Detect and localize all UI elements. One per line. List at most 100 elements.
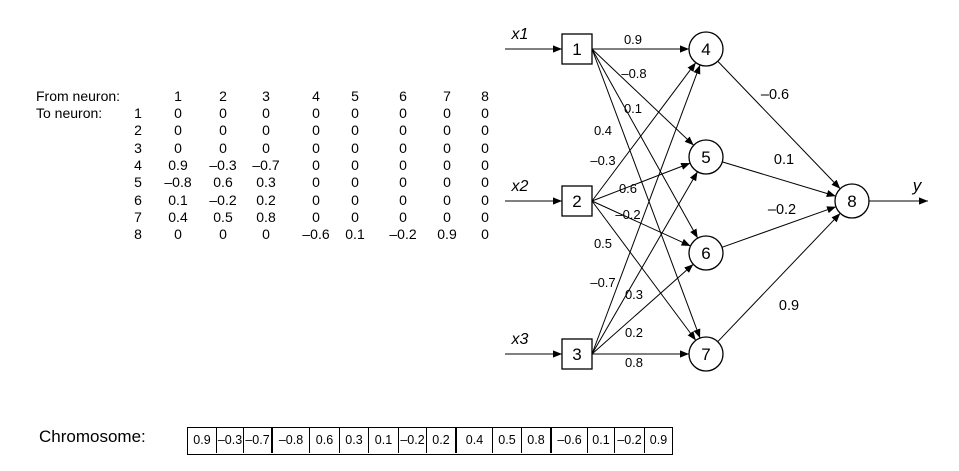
chromosome-gene: –0.2 xyxy=(614,428,644,453)
output-node-label: 8 xyxy=(847,192,856,211)
weight-label: 0.8 xyxy=(625,355,643,370)
hidden-node xyxy=(688,336,724,372)
matrix-cell: 0.1 xyxy=(345,226,365,243)
chromosome-gene: –0.3 xyxy=(216,428,243,453)
edge-hidden-output xyxy=(721,206,837,248)
weight-label: –0.2 xyxy=(768,202,796,218)
chromosome-gene: 0.8 xyxy=(521,428,550,453)
matrix-row-header: 6 xyxy=(134,191,142,208)
matrix-cell: 0.2 xyxy=(256,191,276,208)
matrix-cell: 0 xyxy=(174,139,182,156)
matrix-cell: 0 xyxy=(443,174,451,191)
matrix-cell: 0 xyxy=(481,226,489,243)
weight-label: 0.1 xyxy=(624,101,642,116)
edge-input-hidden xyxy=(591,62,697,202)
matrix-cell: 0.3 xyxy=(256,174,276,191)
matrix-cell: 0 xyxy=(481,105,489,121)
matrix-cell: 0.6 xyxy=(213,174,233,191)
matrix-cell: 0 xyxy=(312,122,320,139)
edge-input-hidden xyxy=(591,48,695,146)
matrix-cell: 0 xyxy=(443,156,451,173)
matrix-cell: 0 xyxy=(312,139,320,156)
input-node xyxy=(561,338,593,370)
matrix-cell: 0 xyxy=(351,156,359,173)
matrix-cell: 0 xyxy=(399,139,407,156)
weight-label: 0.2 xyxy=(625,325,643,340)
matrix-cell: 0.8 xyxy=(256,208,276,225)
weight-label: –0.8 xyxy=(621,66,646,81)
matrix-cell: 0 xyxy=(351,139,359,156)
weight-label: 0.9 xyxy=(779,298,799,314)
matrix-cell: 0 xyxy=(481,191,489,208)
weight-label: 0.6 xyxy=(619,181,637,196)
matrix-cell: –0.8 xyxy=(164,174,192,191)
matrix-cell: –0.3 xyxy=(209,156,237,173)
chromosome-gene: 0.6 xyxy=(309,428,339,453)
edge-hidden-output xyxy=(717,212,841,343)
matrix-cell: 0 xyxy=(174,226,182,243)
matrix-cell: 0 xyxy=(312,191,320,208)
weight-label: 0.4 xyxy=(594,123,612,138)
chromosome-gene: –0.7 xyxy=(243,428,271,453)
matrix-col-header: 5 xyxy=(351,88,359,104)
weight-label: –0.3 xyxy=(590,153,615,168)
matrix-row-header: 4 xyxy=(134,156,142,173)
matrix-cell: 0 xyxy=(399,174,407,191)
edge-hidden-output xyxy=(717,60,841,190)
matrix-cell: 0 xyxy=(481,122,489,139)
edge-input-hidden xyxy=(591,162,691,202)
matrix-cell: 0 xyxy=(312,208,320,225)
input-node xyxy=(561,185,593,217)
chromosome-label: Chromosome: xyxy=(39,427,146,446)
matrix-cell: 0 xyxy=(399,156,407,173)
matrix-cell: 0 xyxy=(351,174,359,191)
hidden-node xyxy=(688,139,724,175)
matrix-cell: 0 xyxy=(312,156,320,173)
matrix-cell: 0 xyxy=(312,174,320,191)
input-node-label: 1 xyxy=(572,40,581,59)
input-node xyxy=(561,33,593,65)
matrix-cell: –0.6 xyxy=(302,226,330,243)
matrix-cell: 0 xyxy=(399,191,407,208)
chromosome-gene: 0.5 xyxy=(492,428,521,453)
matrix-row-header: 8 xyxy=(134,226,142,243)
matrix-col-header: 4 xyxy=(312,88,320,104)
matrix-cell: 0 xyxy=(219,226,227,243)
matrix-cell: 0 xyxy=(262,139,270,156)
weight-label: 0.1 xyxy=(774,152,794,168)
matrix-row-header: 7 xyxy=(134,208,142,225)
hidden-node-label: 4 xyxy=(701,40,710,59)
matrix-cell: 0.9 xyxy=(437,226,457,243)
chromosome-gene: 0.1 xyxy=(587,428,614,453)
matrix-cell: 0 xyxy=(351,105,359,121)
matrix-col-header: 7 xyxy=(443,88,451,104)
matrix-cell: 0 xyxy=(262,105,270,121)
matrix-cell: 0 xyxy=(351,208,359,225)
input-label: x2 xyxy=(511,178,529,195)
matrix-cell: 0.5 xyxy=(213,208,233,225)
matrix-cell: 0 xyxy=(312,105,320,121)
matrix-cell: 0 xyxy=(399,105,407,121)
matrix-cell: 0 xyxy=(219,122,227,139)
hidden-node xyxy=(688,31,724,67)
matrix-row-header: 5 xyxy=(134,174,142,191)
matrix-cell: 0 xyxy=(443,191,451,208)
matrix-cell: –0.7 xyxy=(252,156,280,173)
input-node-label: 2 xyxy=(572,192,581,211)
weight-label: 0.5 xyxy=(594,236,612,251)
weight-label: 0.9 xyxy=(624,32,642,47)
chromosome-gene: 0.4 xyxy=(455,428,492,453)
matrix-cell: 0 xyxy=(219,105,227,121)
matrix-row-header: 3 xyxy=(134,139,142,156)
to-neuron-label: To neuron: xyxy=(36,105,103,121)
matrix-col-header: 8 xyxy=(481,88,489,104)
edge-hidden-output xyxy=(722,161,836,197)
matrix-cell: 0 xyxy=(174,122,182,139)
matrix-col-header: 3 xyxy=(262,88,270,104)
edge-input-hidden xyxy=(591,48,701,339)
matrix-col-header: 6 xyxy=(399,88,407,104)
from-neuron-label: From neuron: xyxy=(36,88,121,104)
matrix-cell: –0.2 xyxy=(389,226,417,243)
matrix-cell: 0.1 xyxy=(168,191,188,208)
